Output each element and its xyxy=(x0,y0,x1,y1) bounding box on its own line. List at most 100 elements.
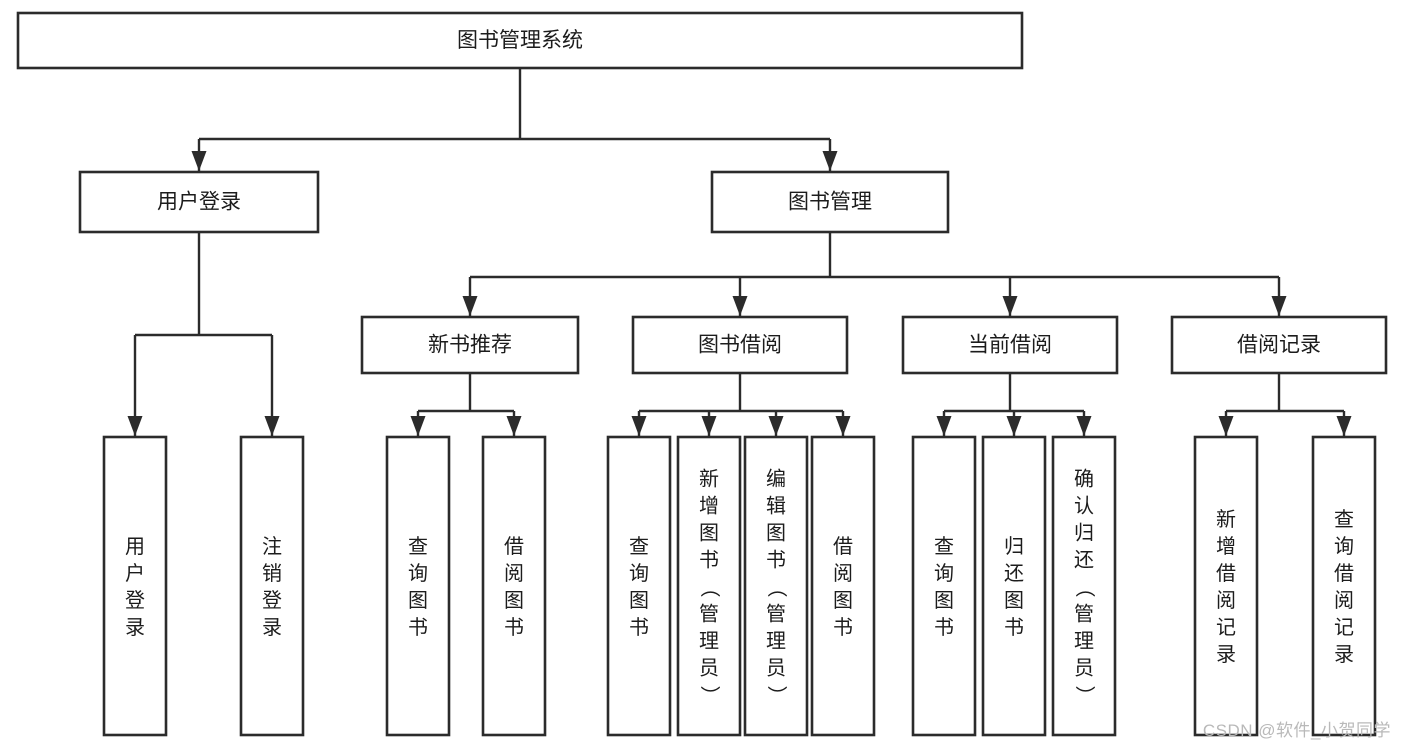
node-leaf-user-login[interactable]: 用户登录 xyxy=(102,435,168,737)
node-label-char: 图 xyxy=(629,590,649,612)
arrow-head-icon xyxy=(506,416,522,436)
node-label-char: 户 xyxy=(125,562,145,585)
node-label-char: 管 xyxy=(766,603,786,626)
node-label-char: （ xyxy=(765,578,788,598)
node-label: 用户登录 xyxy=(157,191,241,214)
node-label-char: 询 xyxy=(629,562,649,585)
node-label-char: 还 xyxy=(1074,549,1094,572)
node-label: 图书管理 xyxy=(788,191,872,214)
node-label-char: 管 xyxy=(699,603,719,626)
node-label-char: 登 xyxy=(125,589,145,612)
node-label-char: 记 xyxy=(1216,616,1236,639)
node-label-char: 借 xyxy=(1216,562,1236,585)
arrow-head-icon xyxy=(264,416,280,436)
node-label-char: 书 xyxy=(833,616,853,639)
node-label-char: 书 xyxy=(934,616,954,639)
node-label-char: 借 xyxy=(1334,562,1354,585)
node-book-manage[interactable]: 图书管理 xyxy=(710,170,950,234)
node-label-char: ） xyxy=(765,686,788,706)
node-box[interactable] xyxy=(78,170,320,234)
node-label-char: 理 xyxy=(1074,631,1094,653)
node-label-char: （ xyxy=(1073,578,1096,598)
node-label-char: 新 xyxy=(1216,508,1236,531)
node-label-char: 新 xyxy=(699,468,719,491)
node-label-char: 录 xyxy=(1334,644,1354,666)
node-box[interactable] xyxy=(743,435,809,737)
node-label-char: 记 xyxy=(1334,616,1354,639)
node-label-char: 归 xyxy=(1004,535,1024,558)
node-label-char: 员 xyxy=(1074,658,1094,680)
node-box[interactable] xyxy=(981,435,1047,737)
node-box[interactable] xyxy=(676,435,742,737)
node-box[interactable] xyxy=(1170,315,1388,375)
node-box[interactable] xyxy=(102,435,168,737)
node-label-char: 图 xyxy=(1004,590,1024,612)
arrow-head-icon xyxy=(191,151,207,171)
node-label-char: 管 xyxy=(1074,603,1094,626)
node-box[interactable] xyxy=(1051,435,1117,737)
node-label-char: 图 xyxy=(766,523,786,545)
arrow-head-icon xyxy=(462,296,478,316)
node-label-char: 询 xyxy=(934,562,954,585)
node-label-char: 增 xyxy=(699,495,719,518)
node-user-login[interactable]: 用户登录 xyxy=(78,170,320,234)
arrow-head-icon xyxy=(1336,416,1352,436)
node-root-book-management-system[interactable]: 图书管理系统 xyxy=(16,11,1024,70)
arrow-head-icon xyxy=(732,296,748,316)
node-borrow-record[interactable]: 借阅记录 xyxy=(1170,315,1388,375)
node-book-borrow[interactable]: 图书借阅 xyxy=(631,315,849,375)
node-label-char: ） xyxy=(698,686,721,706)
node-label-char: 阅 xyxy=(1216,589,1236,612)
node-new-book-rec[interactable]: 新书推荐 xyxy=(360,315,580,375)
node-box[interactable] xyxy=(710,170,950,234)
node-box[interactable] xyxy=(1311,435,1377,737)
node-label-char: 认 xyxy=(1074,495,1094,518)
node-label-char: 理 xyxy=(699,631,719,653)
node-box[interactable] xyxy=(911,435,977,737)
arrow-head-icon xyxy=(410,416,426,436)
node-label-char: 用 xyxy=(125,536,145,558)
node-label-char: 书 xyxy=(504,616,524,639)
node-label-char: 图 xyxy=(934,590,954,612)
arrow-head-icon xyxy=(1006,416,1022,436)
node-current-borrow[interactable]: 当前借阅 xyxy=(901,315,1119,375)
node-box[interactable] xyxy=(239,435,305,737)
node-label-char: 书 xyxy=(408,616,428,639)
node-label-char: 阅 xyxy=(833,562,853,585)
node-box[interactable] xyxy=(385,435,451,737)
node-label-char: 书 xyxy=(629,616,649,639)
arrow-head-icon xyxy=(701,416,717,436)
arrow-head-icon xyxy=(127,416,143,436)
node-box[interactable] xyxy=(606,435,672,737)
node-label-char: 员 xyxy=(766,658,786,680)
node-label-char: 辑 xyxy=(766,495,786,518)
node-box[interactable] xyxy=(481,435,547,737)
node-box[interactable] xyxy=(810,435,876,737)
watermark-text: CSDN @软件_小贺同学 xyxy=(1202,721,1391,740)
node-label-char: 注 xyxy=(262,535,282,558)
node-label-char: ） xyxy=(1073,686,1096,706)
node-label-char: 书 xyxy=(1004,616,1024,639)
node-label: 借阅记录 xyxy=(1237,334,1321,357)
node-box[interactable] xyxy=(16,11,1024,70)
node-label-char: 询 xyxy=(1334,535,1354,558)
arrow-head-icon xyxy=(822,151,838,171)
node-label-char: 阅 xyxy=(1334,589,1354,612)
node-box[interactable] xyxy=(1193,435,1259,737)
node-label-char: 理 xyxy=(766,631,786,653)
node-label-char: 销 xyxy=(262,562,282,585)
